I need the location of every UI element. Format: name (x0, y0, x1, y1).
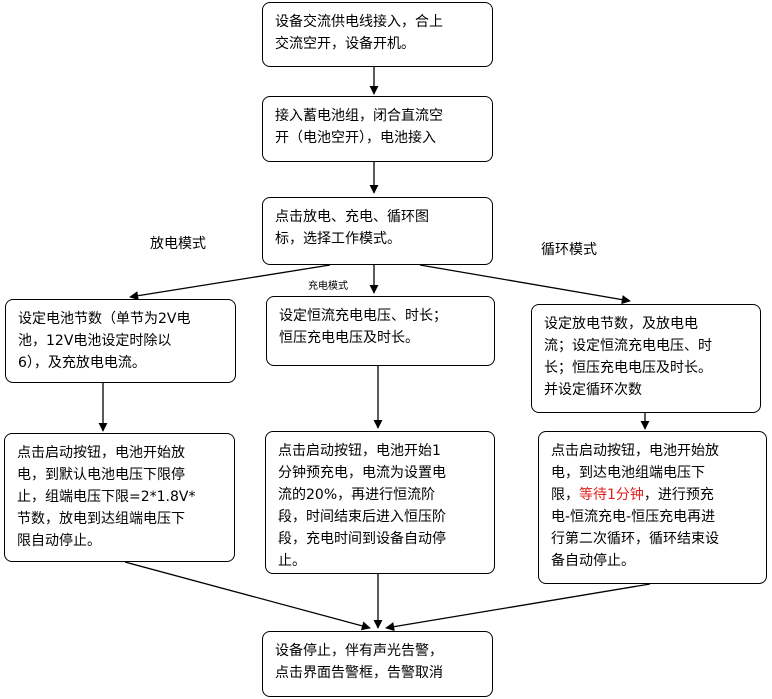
label-charge-mode: 充电模式 (308, 281, 348, 292)
label-discharge-mode: 放电模式 (150, 236, 206, 252)
step-charge-run: 点击启动按钮，电池开始1 分钟预充电，电流为设置电 流的20%，再进行恒流阶 段… (265, 431, 495, 574)
step-battery-connect: 接入蓄电池组，闭合直流空 开（电池空开），电池接入 (262, 96, 493, 162)
cycle-run-text-end: ，进行预充 电-恒流充电-恒压充电再进 行第二次循环，循环结束设 备自动停止。 (551, 487, 719, 569)
edge-n7-n10 (124, 561, 371, 631)
label-cycle-mode: 循环模式 (541, 242, 597, 258)
step-power-on: 设备交流供电线接入，合上 交流空开，设备开机。 (262, 2, 493, 67)
step-discharge-settings: 设定电池节数（单节为2V电 池，12V电池设定时除以 6），及充放电电流。 (5, 299, 236, 383)
step-charge-settings: 设定恒流充电电压、时长； 恒压充电电压及时长。 (266, 296, 495, 366)
step-select-mode: 点击放电、充电、循环图 标，选择工作模式。 (262, 197, 493, 265)
step-cycle-run: 点击启动按钮，电池开始放 电，到达电池组端电压下 限，等待1分钟，进行预充 电-… (538, 431, 767, 584)
step-discharge-run: 点击启动按钮，电池开始放 电，到默认电池电压下限停 止，组端电压下限=2*1.8… (4, 433, 235, 562)
step-cycle-settings: 设定放电节数，及放电电 流；设定恒流充电电压、时 长；恒压充电电压及时长。 并设… (531, 304, 761, 413)
edge-n3-n4 (129, 264, 331, 301)
edge-n3-n6 (419, 264, 631, 305)
edge-n9-n10 (385, 583, 651, 632)
cycle-run-wait-highlight: 等待1分钟 (579, 487, 644, 503)
step-device-stop: 设备停止，伴有声光告警， 点击界面告警框，告警取消 (262, 631, 493, 697)
cycle-run-text-start: 点击启动按钮，电池开始放 电，到达电池组端电压下 限， (551, 443, 719, 503)
